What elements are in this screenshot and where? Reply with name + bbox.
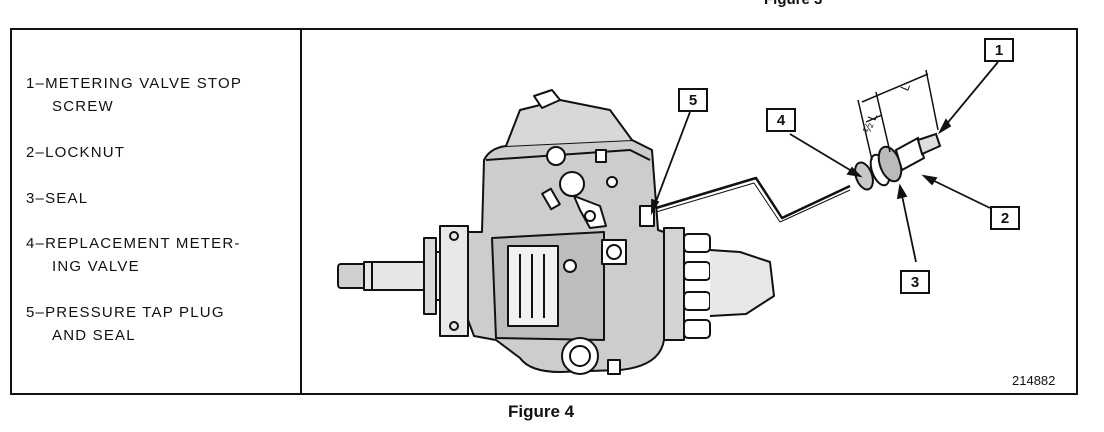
legend-item-5-line2: AND SEAL: [52, 327, 136, 344]
dimension-lines: [857, 69, 939, 161]
legend-item-3: 3–SEAL: [26, 187, 88, 210]
legend-panel: 1–METERING VALVE STOP SCREW 2–LOCKNUT 3–…: [12, 30, 302, 393]
callout-5: 5: [678, 88, 708, 112]
mounting-flange: [439, 225, 469, 337]
callout-3: 3: [900, 270, 930, 294]
legend-item-2-line1: 2–LOCKNUT: [26, 144, 126, 161]
part-number: 214882: [1012, 373, 1056, 388]
legend-item-5: 5–PRESSURE TAP PLUG AND SEAL: [26, 301, 225, 347]
legend-item-4-line1: 4–REPLACEMENT METER-: [26, 235, 241, 252]
figure-4-caption: Figure 4: [508, 402, 575, 421]
leader-lines: [651, 61, 999, 263]
pressure-line: [655, 176, 851, 220]
callout-1: 1: [984, 38, 1014, 62]
pressure-tap-plug: [639, 205, 655, 227]
callout-4: 4: [766, 108, 796, 132]
legend-item-4-line2: ING VALVE: [52, 258, 140, 275]
legend-item-2: 2–LOCKNUT: [26, 141, 125, 164]
legend-item-4: 4–REPLACEMENT METER- ING VALVE: [26, 232, 241, 278]
legend-item-5-line1: 5–PRESSURE TAP PLUG: [26, 304, 225, 321]
figure-frame: [10, 28, 1078, 395]
legend-item-1-line1: 1–METERING VALVE STOP: [26, 75, 243, 92]
legend-item-3-line1: 3–SEAL: [26, 190, 89, 207]
hydraulic-head: [663, 227, 775, 341]
governor-linkage: [505, 89, 633, 229]
callout-2: 2: [990, 206, 1020, 230]
figure-3-caption: Figure 3: [764, 0, 822, 8]
legend-item-1: 1–METERING VALVE STOP SCREW: [26, 72, 242, 118]
pump-housing: [467, 139, 665, 373]
sight-plug: [561, 239, 627, 375]
legend-item-1-line2: SCREW: [52, 98, 114, 115]
metering-valve-assembly: [854, 132, 942, 191]
